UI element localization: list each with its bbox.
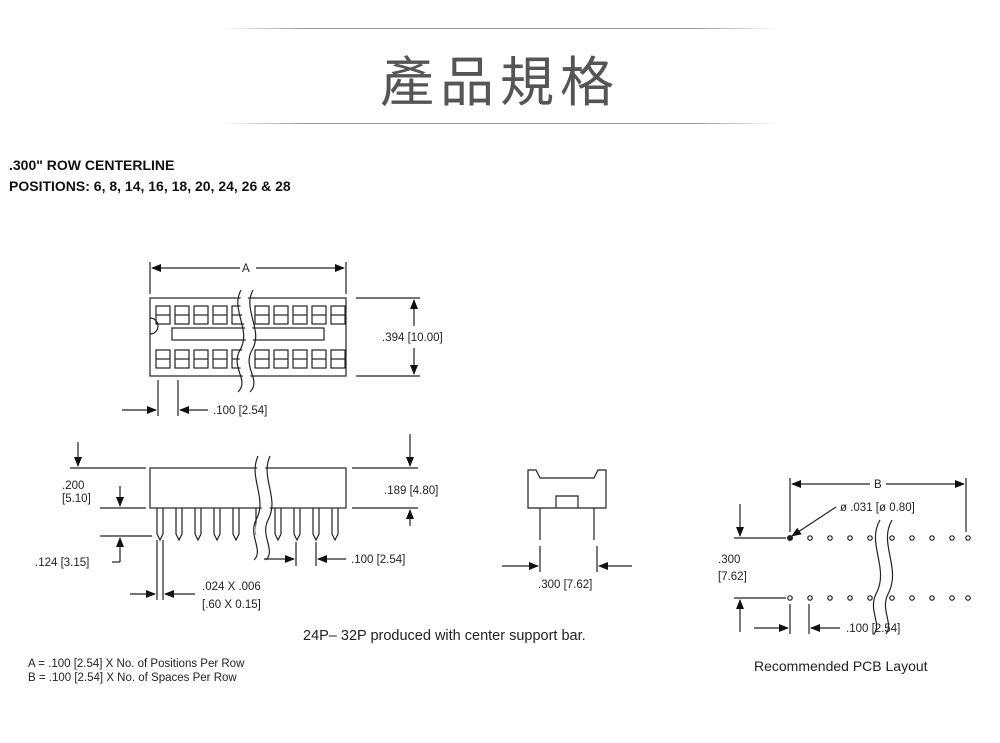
top-contacts-row2 <box>155 349 346 369</box>
dim-pin-mm-label: [.60 X 0.15] <box>202 599 261 611</box>
pcb-layout <box>734 478 971 637</box>
formula-a: A = .100 [2.54] X No. of Positions Per R… <box>28 658 245 670</box>
dim-pcb-300-label: .300 <box>718 554 740 566</box>
pcb-hole <box>867 595 873 601</box>
pin <box>331 508 339 542</box>
dim-a-label: A <box>242 263 250 275</box>
page-title: 產品規格 <box>380 51 620 114</box>
top-view <box>122 262 420 416</box>
break-line <box>253 455 261 561</box>
pcb-holes <box>786 534 971 601</box>
pcb-hole <box>909 595 915 601</box>
pcb-hole <box>786 534 793 541</box>
center-bar-note: 24P– 32P produced with center support ba… <box>303 628 586 644</box>
pcb-hole <box>949 535 955 541</box>
dim-b-label: B <box>874 479 882 491</box>
spec-centerline: .300" ROW CENTERLINE <box>9 157 175 173</box>
end-body <box>527 469 607 509</box>
pcb-hole <box>827 595 833 601</box>
dim-200-mm-label: [5.10] <box>62 493 91 505</box>
pcb-hole <box>827 535 833 541</box>
pcb-hole <box>807 535 813 541</box>
dim-pin-label: .024 X .006 <box>202 581 261 593</box>
pcb-hole <box>847 535 853 541</box>
pcb-hole <box>929 595 935 601</box>
spec-positions: POSITIONS: 6, 8, 14, 16, 18, 20, 24, 26 … <box>9 178 291 194</box>
dim-189-label: .189 [4.80] <box>384 485 438 497</box>
dim-pitch-top-label: .100 [2.54] <box>213 405 267 417</box>
pin <box>175 508 183 542</box>
pcb-hole <box>949 595 955 601</box>
pcb-hole <box>867 535 873 541</box>
dim-height-label: .394 [10.00] <box>382 332 443 344</box>
pcb-hole <box>929 535 935 541</box>
side-pins <box>156 508 339 542</box>
break-line <box>236 289 245 393</box>
pcb-caption: Recommended PCB Layout <box>754 658 928 674</box>
pcb-hole <box>807 595 813 601</box>
pcb-hole <box>889 595 895 601</box>
pin <box>213 508 221 542</box>
pin <box>194 508 202 542</box>
pcb-hole <box>965 595 971 601</box>
formula-b: B = .100 [2.54] X No. of Spaces Per Row <box>28 672 237 684</box>
pin <box>274 508 282 542</box>
pin <box>232 508 240 542</box>
break-line <box>884 519 894 635</box>
break-line <box>265 455 273 561</box>
pcb-hole <box>889 535 895 541</box>
pin <box>312 508 320 542</box>
pcb-hole <box>909 535 915 541</box>
dim-124-label: .124 [3.15] <box>35 557 89 569</box>
pin <box>293 508 301 542</box>
dim-hole-label: ø .031 [ø 0.80] <box>840 502 915 514</box>
pcb-hole <box>847 595 853 601</box>
pcb-hole <box>965 535 971 541</box>
socket-side-body <box>149 467 347 509</box>
break-line <box>248 289 257 393</box>
dim-row-label: .300 [7.62] <box>538 579 592 591</box>
dim-pitch-side-label: .100 [2.54] <box>351 554 405 566</box>
break-line <box>872 519 882 635</box>
pin1-notch <box>149 317 159 335</box>
top-contacts-row1 <box>155 305 346 325</box>
title-top-rule <box>220 28 780 29</box>
side-view <box>70 434 418 600</box>
dim-pcb-pitch-label: .100 [2.54] <box>846 623 900 635</box>
pin <box>156 508 164 542</box>
dim-200-label: .200 <box>62 480 84 492</box>
dim-pcb-300-mm-label: [7.62] <box>718 571 747 583</box>
end-view <box>502 469 632 572</box>
title-bottom-rule <box>220 123 780 124</box>
pcb-hole <box>787 595 793 601</box>
